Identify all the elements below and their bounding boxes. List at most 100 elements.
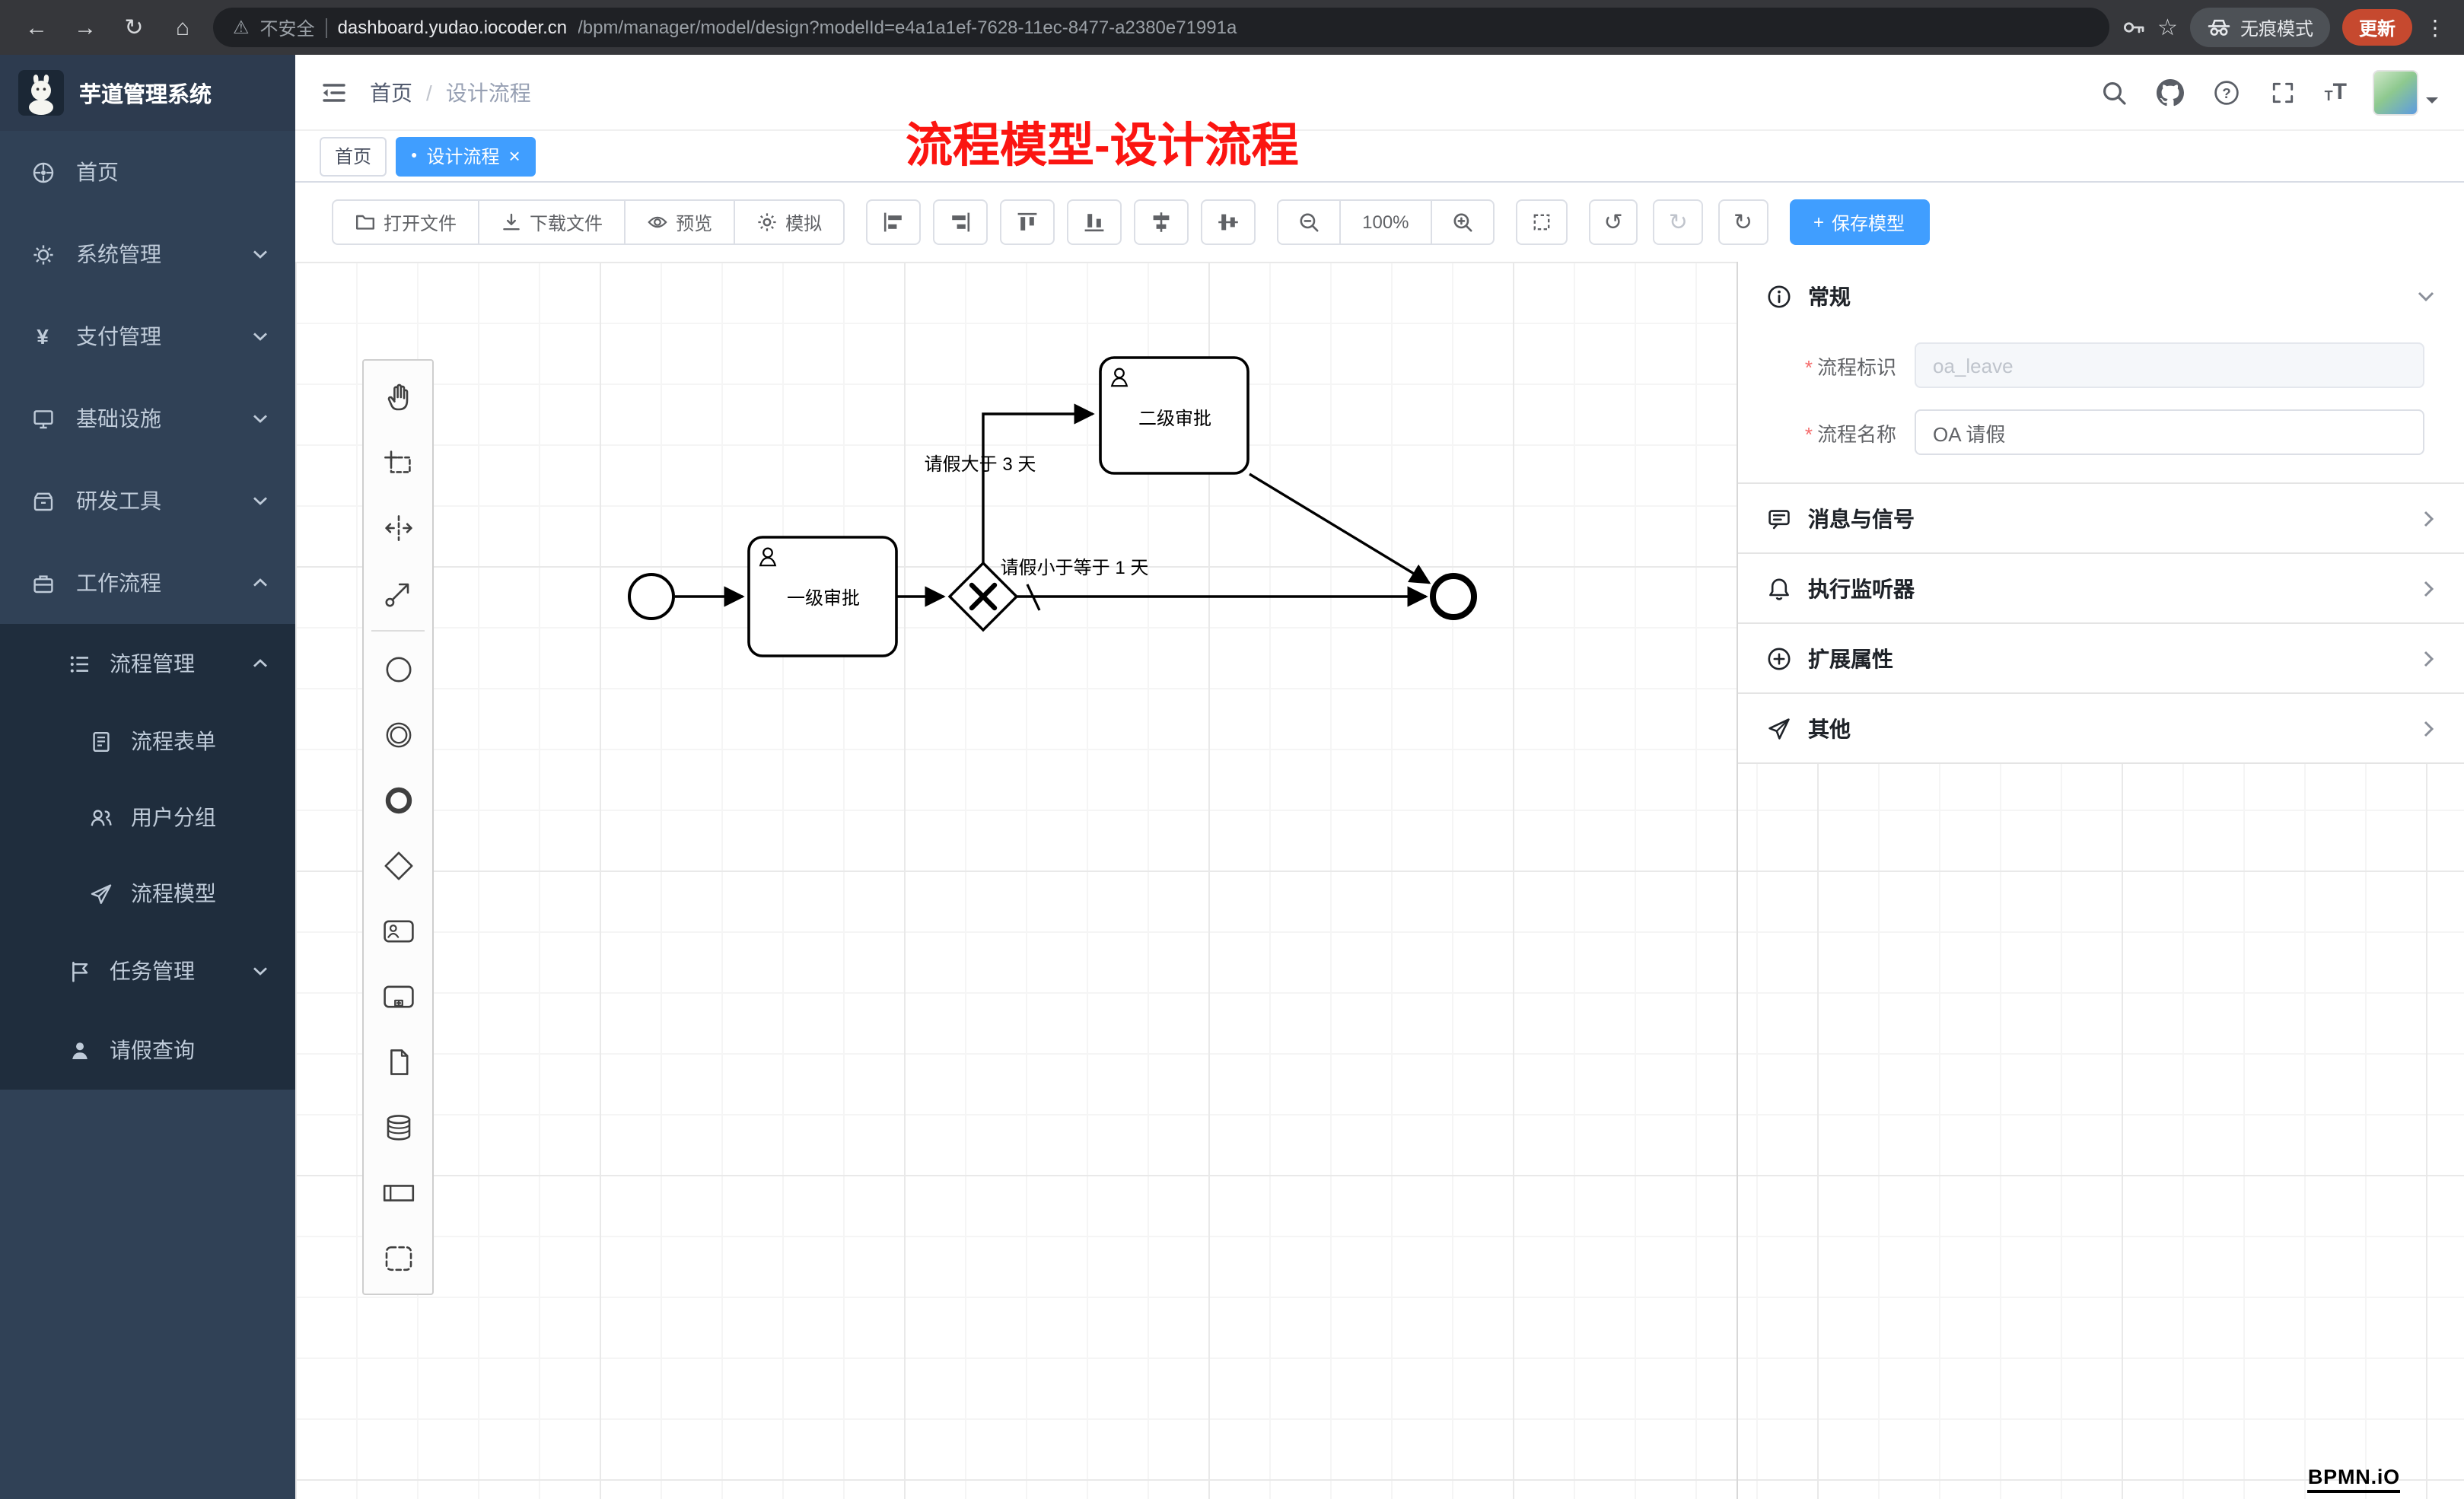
data-object-icon (390, 1049, 408, 1074)
palette-space-tool[interactable] (364, 495, 432, 560)
flow-label-greater-3-days[interactable]: 请假大于 3 天 (925, 454, 1036, 475)
preview-button[interactable]: 预览 (624, 199, 736, 245)
not-secure-label[interactable]: 不安全 (259, 18, 315, 39)
section-other-header[interactable]: 其他 (1738, 694, 2464, 762)
flow-task2-to-end[interactable] (1249, 473, 1431, 584)
tab-label: 首页 (335, 146, 372, 167)
end-event[interactable] (1430, 573, 1477, 620)
browser-update-button[interactable]: 更新 (2341, 9, 2412, 46)
browser-forward-icon[interactable]: → (74, 14, 97, 40)
browser-menu-icon[interactable]: ⋮ (2424, 14, 2446, 39)
bpmn-diagram[interactable]: 一级审批 二级审批 请假大于 3 天 请假小于等于 1 天 (295, 262, 1756, 1357)
flow-label-less-equal-1-day[interactable]: 请假小于等于 1 天 (1001, 558, 1149, 578)
align-top-button[interactable] (1000, 199, 1055, 245)
section-title: 其他 (1808, 716, 1851, 740)
start-event[interactable] (628, 573, 675, 620)
yen-icon: ¥ (37, 324, 49, 348)
palette-create-data-object[interactable] (364, 1029, 432, 1094)
sidebar-item-payment-management[interactable]: ¥ 支付管理 (0, 295, 295, 377)
palette-create-group[interactable] (364, 1225, 432, 1291)
avatar[interactable] (2373, 69, 2418, 115)
zoom-out-button[interactable] (1277, 199, 1342, 245)
browser-back-icon[interactable]: ← (25, 14, 48, 40)
address-divider (325, 18, 327, 37)
exclusive-gateway[interactable] (947, 561, 1019, 632)
section-general-header[interactable]: 常规 (1738, 262, 2464, 330)
eye-icon (648, 216, 667, 228)
sidebar-item-workflow[interactable]: 工作流程 (0, 542, 295, 624)
chevron-down-icon (253, 966, 268, 975)
sidebar-item-dev-tools[interactable]: 研发工具 (0, 460, 295, 542)
palette-create-intermediate-event[interactable] (364, 702, 432, 767)
search-icon[interactable] (2099, 77, 2130, 107)
zoom-level[interactable]: 100% (1339, 199, 1432, 245)
chevron-up-icon (253, 578, 268, 587)
section-messages-signals-header[interactable]: 消息与信号 (1738, 484, 2464, 552)
align-bottom-button[interactable] (1067, 199, 1122, 245)
palette-create-start-event[interactable] (364, 636, 432, 702)
sidebar-collapse-icon[interactable] (318, 77, 349, 107)
help-icon[interactable]: ? (2212, 77, 2243, 107)
palette-lasso-tool[interactable] (364, 429, 432, 495)
palette-global-connect-tool[interactable] (364, 560, 432, 625)
save-model-button[interactable]: + 保存模型 (1789, 199, 1930, 245)
sidebar-item-infrastructure[interactable]: 基础设施 (0, 377, 295, 460)
password-key-icon[interactable] (2121, 15, 2145, 40)
tab-home[interactable]: 首页 (320, 136, 387, 176)
palette-create-user-task[interactable] (364, 898, 432, 963)
tab-design-process[interactable]: ● 设计流程 × (396, 136, 536, 176)
zoom-fit-button[interactable] (1515, 199, 1568, 245)
palette-create-data-store[interactable] (364, 1094, 432, 1160)
align-right-button[interactable] (933, 199, 988, 245)
align-center-vertical-button[interactable] (1201, 199, 1256, 245)
sidebar-item-process-management[interactable]: 流程管理 (0, 624, 295, 703)
sidebar-item-leave-query[interactable]: 请假查询 (0, 1010, 295, 1090)
incognito-label: 无痕模式 (2240, 18, 2313, 39)
sidebar-item-user-group[interactable]: 用户分组 (0, 779, 295, 855)
user-task-icon (383, 919, 413, 942)
sidebar-item-task-management[interactable]: 任务管理 (0, 931, 295, 1010)
palette-create-subprocess[interactable] (364, 963, 432, 1029)
align-center-horizontal-button[interactable] (1134, 199, 1189, 245)
bookmark-star-icon[interactable]: ☆ (2157, 15, 2178, 41)
browser-home-icon[interactable]: ⌂ (175, 14, 190, 40)
palette-create-participant[interactable] (364, 1160, 432, 1225)
palette-create-gateway[interactable] (364, 832, 432, 898)
restart-button[interactable]: ↻ (1717, 199, 1768, 245)
browser-reload-icon[interactable]: ↻ (124, 15, 144, 41)
url-host: dashboard.yudao.iocoder.cn (337, 17, 568, 38)
sidebar-item-process-model[interactable]: 流程模型 (0, 855, 295, 931)
bpmn-io-watermark[interactable]: BPMN.iO (2307, 1466, 2400, 1493)
process-name-input[interactable] (1915, 409, 2424, 455)
palette-create-end-event[interactable] (364, 767, 432, 832)
chevron-down-icon (253, 414, 268, 423)
user-menu[interactable] (2373, 69, 2438, 115)
simulate-button[interactable]: 模拟 (734, 199, 845, 245)
incognito-badge: 无痕模式 (2189, 8, 2330, 47)
sidebar-item-home[interactable]: 首页 (0, 131, 295, 213)
breadcrumb-home[interactable]: 首页 (370, 80, 412, 104)
section-title: 执行监听器 (1808, 576, 1915, 600)
task-second-approval[interactable]: 二级审批 (1099, 356, 1250, 475)
app-logo[interactable]: 芋道管理系统 (0, 55, 295, 131)
bpmn-canvas[interactable]: 一级审批 二级审批 请假大于 3 天 请假小于等于 1 天 (295, 262, 2464, 1499)
palette-hand-tool[interactable] (364, 364, 432, 429)
sidebar-item-system-management[interactable]: 系统管理 (0, 213, 295, 295)
section-extended-properties-header[interactable]: 扩展属性 (1738, 624, 2464, 692)
close-icon[interactable]: × (508, 145, 520, 167)
align-left-button[interactable] (866, 199, 922, 245)
task-first-approval[interactable]: 一级审批 (747, 536, 898, 657)
message-icon (1768, 509, 1790, 529)
fullscreen-icon[interactable] (2268, 77, 2299, 107)
open-file-button[interactable]: 打开文件 (332, 199, 480, 245)
flow-gateway-to-task2[interactable] (982, 403, 1095, 564)
sidebar-item-process-form[interactable]: 流程表单 (0, 703, 295, 779)
section-execution-listener-header[interactable]: 执行监听器 (1738, 554, 2464, 622)
undo-button[interactable]: ↺ (1588, 199, 1638, 245)
address-bar[interactable]: ⚠ 不安全 dashboard.yudao.iocoder.cn/bpm/man… (213, 8, 2109, 47)
github-icon[interactable] (2156, 77, 2186, 107)
redo-button[interactable]: ↻ (1653, 199, 1703, 245)
download-file-button[interactable]: 下载文件 (478, 199, 626, 245)
zoom-in-button[interactable] (1430, 199, 1495, 245)
